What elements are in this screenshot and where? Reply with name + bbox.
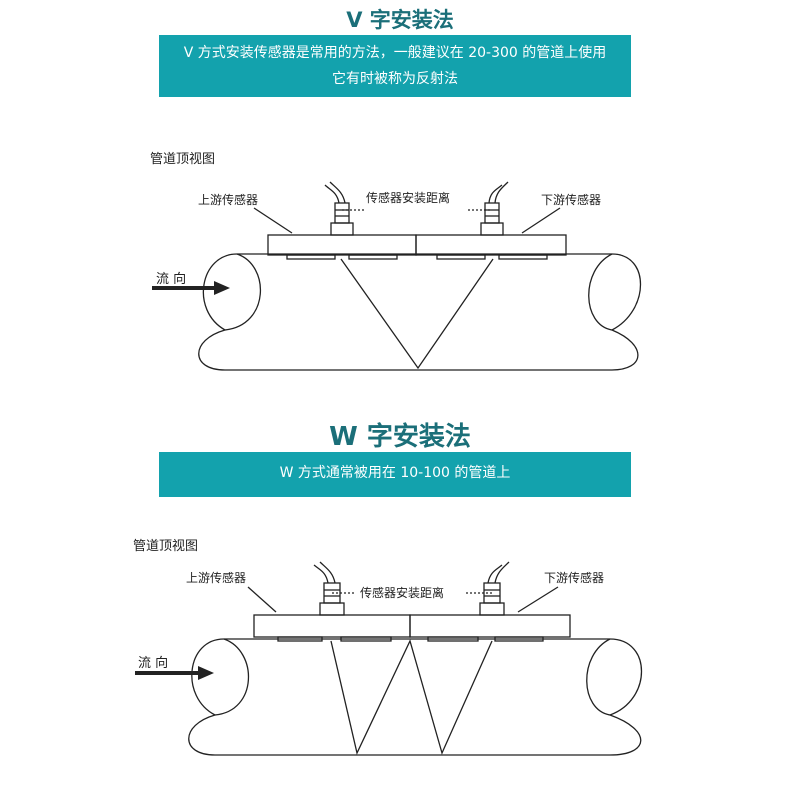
upstream-clamp (253, 614, 411, 638)
clamp-pad (494, 636, 544, 642)
pipe-left-end (214, 638, 250, 716)
pipe-left-end (224, 253, 261, 331)
downstream-leader (517, 586, 559, 613)
upstream-sensor-icon (313, 561, 345, 616)
clamp-pad (277, 636, 323, 642)
v-sound-path (340, 258, 494, 370)
v-method-title: V 字安装法 (346, 8, 454, 32)
upstream-leader (253, 207, 293, 234)
v-description-line-1: V 方式安装传感器是常用的方法，一般建议在 20-300 的管道上使用 (183, 45, 607, 61)
sensor-distance-label: 传感器安装距离 (360, 585, 444, 600)
flow-direction-label: 流 向 (156, 271, 186, 287)
upstream-leader (247, 586, 277, 613)
upstream-sensor-label: 上游传感器 (186, 570, 246, 585)
pipe-right-end (588, 253, 613, 331)
flow-direction-label: 流 向 (138, 655, 168, 671)
pipe-top-view-label: 管道顶视图 (150, 152, 215, 167)
w-method-diagram: 管道顶视图 上游传感器 下游传感器 传感器安装距离 流 向 (133, 539, 642, 756)
clamp-pad (427, 636, 479, 642)
v-description-line-2: 它有时被称为反射法 (332, 71, 458, 87)
downstream-sensor-icon (479, 561, 510, 616)
pipe-body (198, 253, 642, 371)
clamp-pad (340, 636, 392, 642)
downstream-sensor-label: 下游传感器 (544, 570, 604, 585)
v-method-diagram: 管道顶视图 上游传感器 下游传感器 传感器安装距离 流 向 (150, 152, 642, 371)
v-method-description: V 方式安装传感器是常用的方法，一般建议在 20-300 的管道上使用 它有时被… (159, 35, 631, 97)
flow-arrow-icon (152, 281, 230, 295)
upstream-clamp (267, 234, 417, 256)
clamp-pad (436, 254, 486, 260)
w-sound-path (330, 639, 493, 755)
upstream-sensor-label: 上游传感器 (198, 192, 258, 207)
downstream-sensor-label: 下游传感器 (541, 192, 601, 207)
clamp-pad (498, 254, 548, 260)
pipe-body (188, 638, 642, 756)
downstream-clamp (409, 614, 571, 638)
w-description-line-1: W 方式通常被用在 10-100 的管道上 (279, 465, 511, 481)
downstream-sensor-icon (480, 181, 509, 236)
w-method-description: W 方式通常被用在 10-100 的管道上 (159, 452, 631, 497)
pipe-right-end (586, 638, 611, 716)
sensor-distance-label: 传感器安装距离 (366, 190, 450, 205)
downstream-clamp (415, 234, 567, 256)
upstream-sensor-icon (324, 181, 354, 236)
flow-arrow-icon (135, 666, 214, 680)
clamp-pad (348, 254, 398, 260)
downstream-leader (521, 207, 561, 234)
clamp-pad (286, 254, 336, 260)
pipe-top-view-label: 管道顶视图 (133, 539, 198, 554)
w-method-title: W 字安装法 (329, 422, 471, 452)
